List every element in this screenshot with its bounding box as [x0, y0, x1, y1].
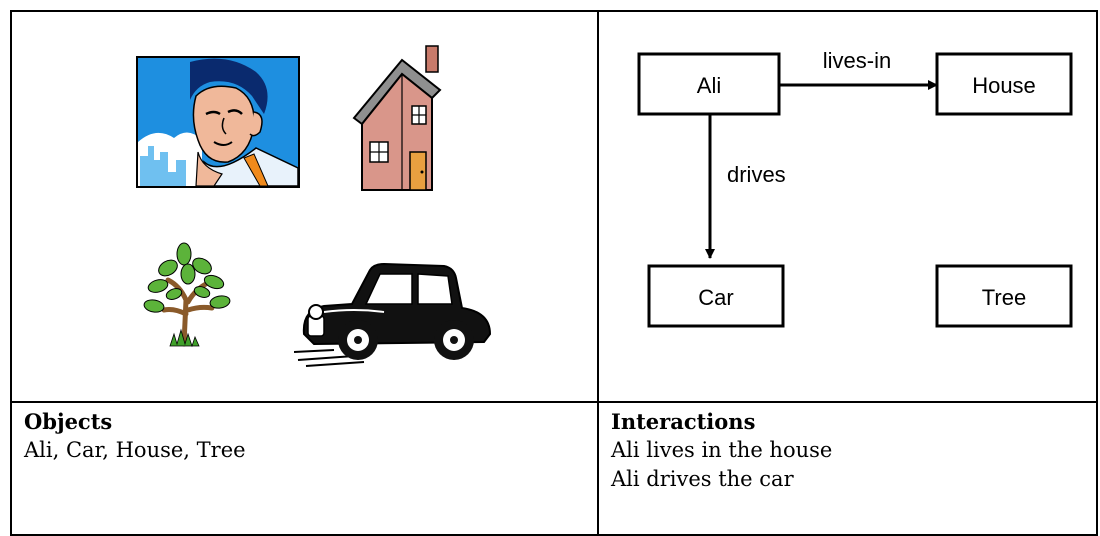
diagram-cell: Ali House Car Tree lives-in drives [599, 12, 1096, 401]
house-icon [352, 45, 442, 191]
interactions-heading: Interactions [611, 409, 756, 434]
node-house-label: House [972, 73, 1036, 98]
node-ali-box [637, 52, 781, 116]
node-tree-box [935, 264, 1073, 328]
node-tree-label: Tree [982, 285, 1026, 310]
man-portrait-icon [136, 56, 300, 188]
node-ali-label: Ali [697, 73, 721, 98]
relationship-diagram: Ali House Car Tree lives-in drives [637, 48, 1073, 328]
row-divider [12, 401, 1096, 403]
node-car-label: Car [698, 285, 733, 310]
objects-heading: Objects [24, 409, 113, 434]
pictures-cell [12, 12, 597, 401]
column-divider [597, 12, 599, 534]
objects-cell: Objects Ali, Car, House, Tree [12, 403, 597, 534]
objects-list: Ali, Car, House, Tree [24, 438, 246, 462]
vintage-car-icon [294, 262, 492, 367]
tree-icon [143, 242, 231, 348]
concept-table: Ali House Car Tree lives-in drives Objec… [10, 10, 1098, 536]
node-house-box [935, 52, 1073, 116]
edge-drives-label: drives [727, 162, 786, 187]
interaction-line: Ali drives the car [611, 467, 794, 491]
node-car-box [647, 264, 785, 328]
edge-lives-in-label: lives-in [823, 48, 891, 73]
interaction-line: Ali lives in the house [611, 438, 833, 462]
interactions-cell: Interactions Ali lives in the house Ali … [599, 403, 1096, 534]
